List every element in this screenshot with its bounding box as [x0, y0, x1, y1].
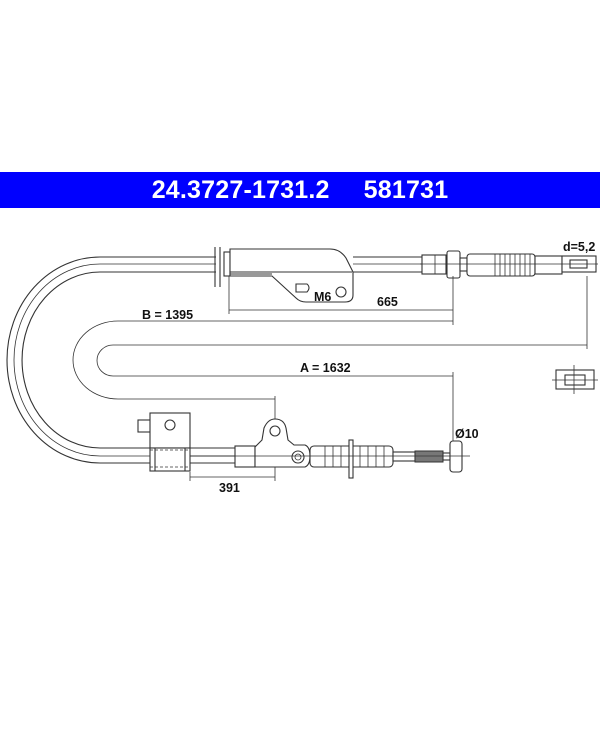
upper-mount-bracket: M6: [214, 247, 354, 304]
length-b-label: B = 1395: [142, 308, 193, 322]
dim-665-label: 665: [377, 295, 398, 309]
nipple-diameter-label: Ø10: [455, 427, 479, 441]
lower-end-fitting: [234, 418, 470, 479]
lower-mount-bracket: [137, 412, 191, 472]
mount-hole: [335, 286, 347, 298]
reference-number: 581731: [363, 176, 449, 204]
dimension-lines: 665 B = 1395 A = 1632 391 Ø10: [72, 276, 588, 495]
thread-label: M6: [314, 290, 331, 304]
upper-end-fitting: d=5,2: [420, 240, 598, 279]
length-a-label: A = 1632: [300, 361, 351, 375]
eye-diameter-label: d=5,2: [563, 240, 595, 254]
eye-end-view-symbol: [552, 365, 598, 394]
cable-sheath: [6, 256, 235, 464]
part-number: 24.3727-1731.2: [151, 176, 330, 204]
title-banner: 24.3727-1731.2 581731: [0, 172, 600, 208]
dim-391-label: 391: [219, 481, 240, 495]
slot-icon: [295, 283, 310, 293]
